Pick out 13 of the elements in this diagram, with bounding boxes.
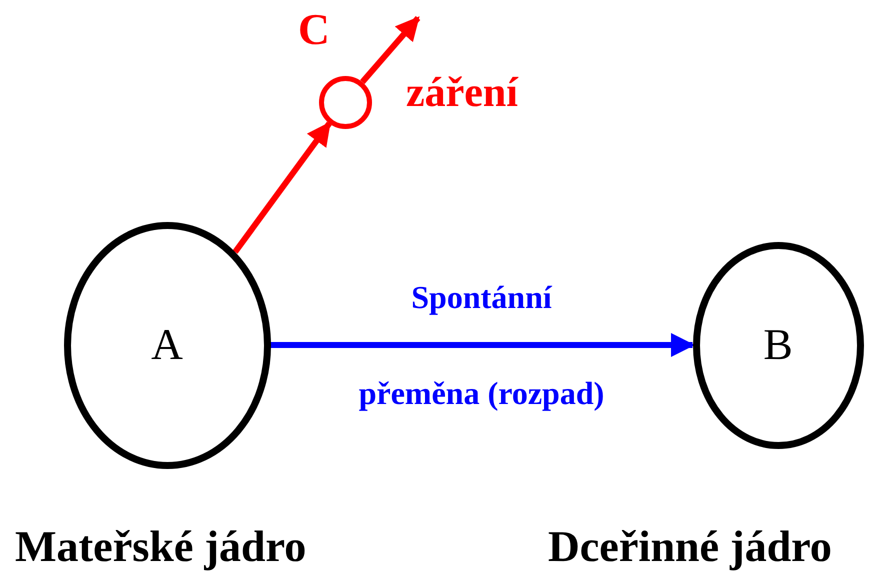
- node-label: A: [151, 323, 183, 367]
- node-label: C: [298, 8, 330, 52]
- node-label: Dceřinné jádro: [548, 525, 832, 569]
- node-label: záření: [406, 72, 518, 114]
- nucleus-circle: [318, 76, 372, 128]
- node-label: Mateřské jádro: [15, 525, 306, 569]
- arrow: [360, 16, 420, 84]
- edge-label: Spontánní přeměna (rozpad): [358, 278, 606, 413]
- nucleus-circle: [64, 222, 270, 468]
- node-label: B: [763, 323, 793, 367]
- arrow: [232, 121, 332, 254]
- nucleus-circle: [692, 242, 864, 448]
- arrow: [270, 333, 695, 357]
